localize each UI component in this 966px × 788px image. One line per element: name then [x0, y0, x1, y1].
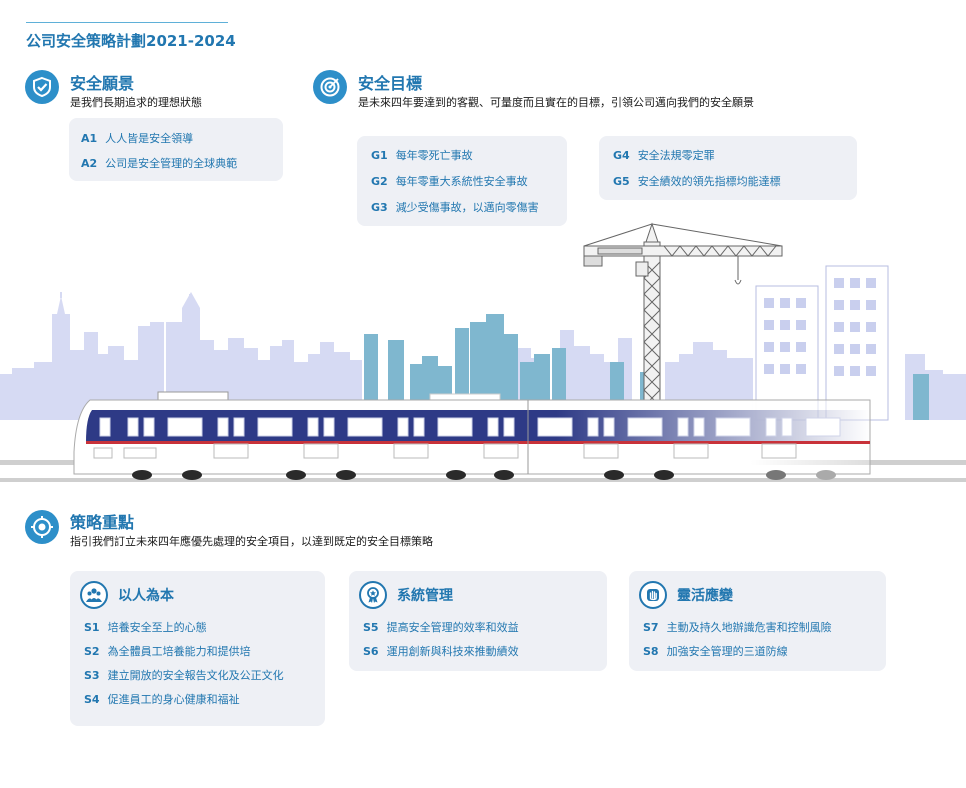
vision-title: 安全願景: [70, 74, 135, 93]
tower-crane: [583, 222, 783, 421]
title-rule: [26, 22, 228, 23]
city-train-illustration: [0, 222, 966, 482]
card-title: 靈活應變: [677, 588, 733, 604]
target-icon: [313, 70, 347, 104]
card-header: 系統管理: [359, 581, 453, 609]
people-icon: [80, 581, 108, 609]
track-lower: [0, 478, 966, 482]
goals-title: 安全目標: [358, 74, 423, 93]
mtr-train: [73, 391, 871, 480]
page-title: 公司安全策略計劃2021-2024: [26, 32, 236, 50]
card-header: 以人為本: [80, 581, 174, 609]
strategy-desc: 指引我們訂立未來四年應優先處理的安全項目，以達到既定的安全目標策略: [70, 535, 433, 548]
vision-desc: 是我們長期追求的理想狀態: [70, 96, 202, 109]
card-title: 以人為本: [118, 588, 174, 604]
goals-desc: 是未來四年要達到的客觀、可量度而且實在的目標，引領公司邁向我們的安全願景: [358, 96, 754, 109]
office-building: [755, 265, 889, 421]
card-title: 系統管理: [397, 588, 453, 604]
award-badge-icon: [359, 581, 387, 609]
hand-stop-icon: [639, 581, 667, 609]
card-header: 靈活應變: [639, 581, 733, 609]
shield-check-icon: [25, 70, 59, 104]
crosshair-icon: [25, 510, 59, 544]
strategy-title: 策略重點: [70, 513, 135, 532]
